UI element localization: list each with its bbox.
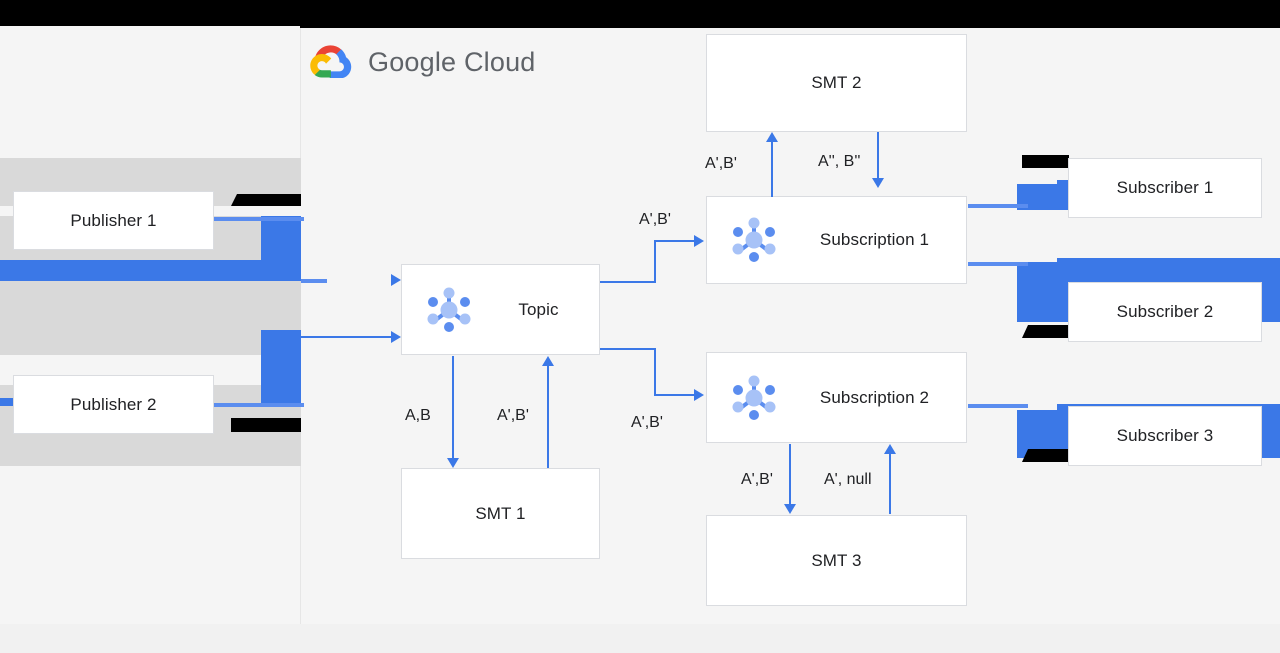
connector-pub1-out — [214, 217, 304, 221]
google-cloud-wordmark: Google Cloud — [368, 47, 536, 77]
connector-pub2-out — [214, 403, 304, 407]
edge-label-topic-to-smt1: A,B — [405, 407, 431, 424]
arrowhead-smt2-to-sub1 — [872, 178, 884, 188]
edge-label-sub1-to-smt2: A',B' — [705, 155, 737, 172]
node-subscription-1[interactable]: Subscription 1 — [706, 196, 967, 284]
arrowhead-sub2-to-smt3 — [784, 504, 796, 514]
node-smt-3[interactable]: SMT 3 — [706, 515, 967, 606]
edge-topic-to-sub1-h1 — [600, 281, 656, 283]
edge-pub2-to-topic — [301, 336, 393, 338]
redaction-bar-2 — [231, 418, 301, 432]
arrowhead-topic-to-smt1 — [447, 458, 459, 468]
top-black-bar-left — [0, 0, 300, 26]
edge-label-sub2-to-smt3: A',B' — [741, 471, 773, 488]
pubsub-subscription-icon — [725, 369, 783, 427]
arrowhead-topic-to-sub2 — [694, 389, 704, 401]
pubsub-subscription-icon — [725, 211, 783, 269]
redaction-bar-4 — [1022, 325, 1069, 338]
google-cloud-brand: Google Cloud — [310, 42, 536, 83]
edge-sub2-to-smt3 — [789, 444, 791, 506]
edge-smt1-to-topic — [547, 364, 549, 468]
node-label: Subscriber 3 — [1116, 426, 1214, 445]
node-label: Subscriber 1 — [1116, 178, 1214, 197]
redaction-bar-3 — [1022, 155, 1069, 168]
redaction-bar-1 — [231, 194, 301, 206]
arrowhead-pub1-to-topic — [391, 274, 401, 286]
edge-topic-to-sub1-v — [654, 240, 656, 283]
top-black-bar-right — [300, 0, 1280, 28]
arrowhead-smt3-to-sub2 — [884, 444, 896, 454]
node-publisher-2[interactable]: Publisher 2 — [13, 375, 214, 434]
edge-topic-to-sub1-h2 — [654, 240, 696, 242]
node-smt-1[interactable]: SMT 1 — [401, 468, 600, 559]
edge-label-smt3-to-sub2: A', null — [824, 471, 872, 488]
edge-topic-to-smt1 — [452, 356, 454, 460]
node-subscription-2[interactable]: Subscription 2 — [706, 352, 967, 443]
connector-sub1-to-subscriber2 — [968, 262, 1028, 266]
edge-sub1-to-smt2 — [771, 141, 773, 197]
node-label: Publisher 2 — [70, 394, 157, 414]
render-artifact-blue-bar-1 — [0, 260, 301, 281]
node-label: Publisher 1 — [70, 210, 157, 230]
edge-label-topic-to-sub2: A',B' — [631, 414, 663, 431]
node-label: Subscription 1 — [819, 230, 930, 249]
arrowhead-topic-to-sub1 — [694, 235, 704, 247]
node-publisher-1[interactable]: Publisher 1 — [13, 191, 214, 250]
node-smt-2[interactable]: SMT 2 — [706, 34, 967, 132]
arrowhead-sub1-to-smt2 — [766, 132, 778, 142]
edge-smt3-to-sub2 — [889, 452, 891, 514]
arrowhead-pub2-to-topic — [391, 331, 401, 343]
node-subscriber-2[interactable]: Subscriber 2 — [1068, 282, 1262, 342]
node-topic[interactable]: Topic — [401, 264, 600, 355]
edge-label-smt2-to-sub1: A'', B'' — [818, 153, 861, 170]
edge-topic-to-sub2-v — [654, 348, 656, 395]
google-cloud-logo-icon — [310, 42, 354, 83]
render-artifact-blue-block-4b — [1057, 258, 1280, 268]
node-label: Subscription 2 — [819, 387, 930, 407]
connector-sub1-to-subscriber1 — [968, 204, 1028, 208]
page-footer — [0, 624, 1280, 653]
arrowhead-smt1-to-topic — [542, 356, 554, 366]
redaction-bar-5 — [1022, 449, 1069, 462]
node-label: SMT 1 — [475, 503, 526, 523]
node-subscriber-3[interactable]: Subscriber 3 — [1068, 406, 1262, 466]
edge-topic-to-sub2-h1 — [600, 348, 656, 350]
pubsub-topic-icon — [420, 281, 478, 339]
render-artifact-blue-block-2 — [261, 330, 301, 406]
connector-sub2-to-subscriber3 — [968, 404, 1028, 408]
edge-label-smt1-to-topic: A',B' — [497, 407, 529, 424]
node-subscriber-1[interactable]: Subscriber 1 — [1068, 158, 1262, 218]
node-label: SMT 2 — [811, 73, 862, 92]
edge-topic-to-sub2-h2 — [654, 394, 696, 396]
node-label: Subscriber 2 — [1116, 302, 1214, 321]
edge-label-topic-to-sub1: A',B' — [639, 211, 671, 228]
connector-into-topic-upper — [301, 279, 327, 283]
node-label: SMT 3 — [811, 550, 862, 570]
edge-smt2-to-sub1 — [877, 132, 879, 180]
node-label: Topic — [518, 299, 559, 319]
